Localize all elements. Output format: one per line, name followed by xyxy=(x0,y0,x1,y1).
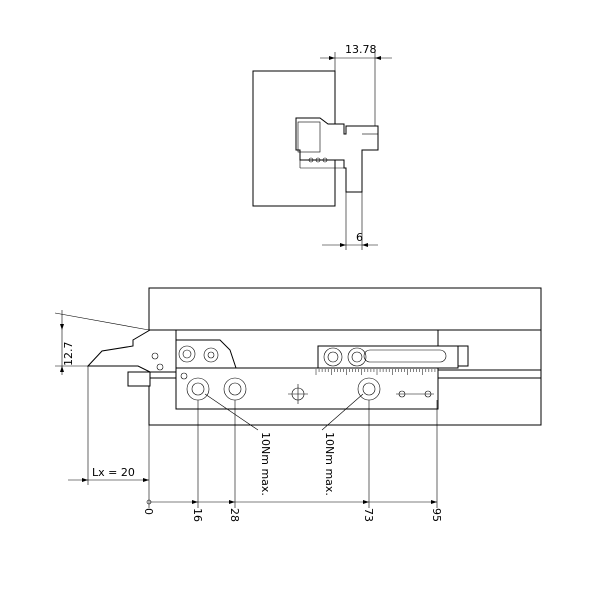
torque-label-left: 10Nm max. xyxy=(259,432,272,496)
dim-top-width: 13.78 xyxy=(345,43,377,56)
tick-label-73: 73 xyxy=(362,508,375,522)
cutting-tool xyxy=(86,329,177,373)
torque-label-right: 10Nm max. xyxy=(323,432,336,496)
scale-ticks xyxy=(315,369,439,375)
center-hole xyxy=(288,384,308,404)
pin-hole-right xyxy=(396,390,434,398)
dim-lx: Lx = 20 xyxy=(92,466,135,479)
scale-rail xyxy=(317,345,459,369)
tick-label-16: 16 xyxy=(191,508,204,522)
slide-plate xyxy=(175,367,439,410)
tick-label-0: 0 xyxy=(142,508,155,515)
dim-height: 12.7 xyxy=(62,342,75,367)
top-view: 13.78 6 xyxy=(252,43,392,250)
dim-top-depth: 6 xyxy=(356,231,363,244)
tick-label-95: 95 xyxy=(430,508,443,522)
front-view: 12.7 Lx = 20 10Nm max. 10Nm max. 0 16 28… xyxy=(54,287,542,522)
tick-label-28: 28 xyxy=(228,508,241,522)
